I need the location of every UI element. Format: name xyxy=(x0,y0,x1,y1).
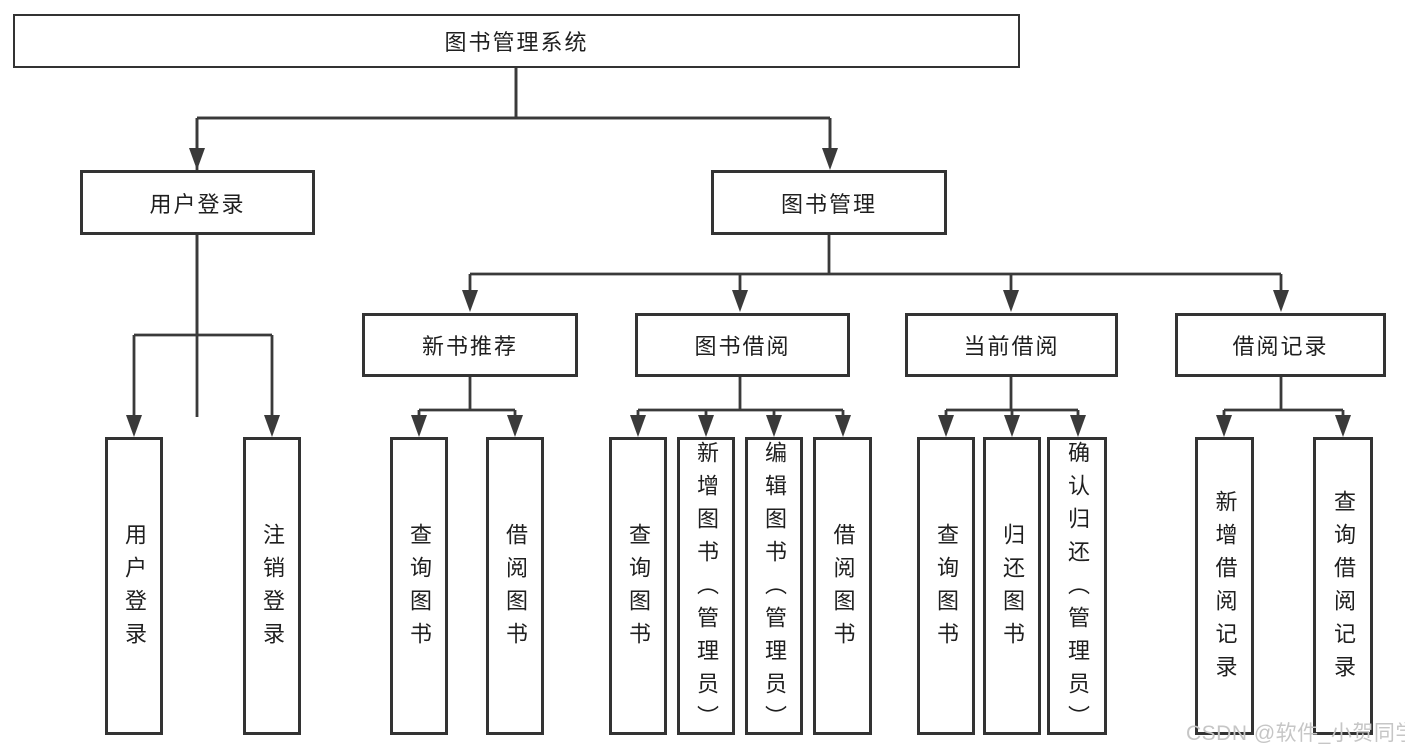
leaf-query-books-recommend: 查询图书 xyxy=(390,437,448,735)
node-user-login: 用户登录 xyxy=(80,170,315,235)
node-library-management-system: 图书管理系统 xyxy=(13,14,1020,68)
leaf-query-books-current: 查询图书 xyxy=(917,437,975,735)
arrowheads xyxy=(126,148,1351,437)
leaf-borrow-books-recommend: 借阅图书 xyxy=(486,437,544,735)
csdn-watermark: CSDN @软件_小贺同学 xyxy=(1186,722,1405,745)
leaf-query-borrow-record: 查询借阅记录 xyxy=(1313,437,1373,735)
leaf-return-book: 归还图书 xyxy=(983,437,1041,735)
leaf-add-book-admin: 新增图书（管理员） xyxy=(677,437,735,738)
node-book-management: 图书管理 xyxy=(711,170,947,235)
leaf-user-login: 用户登录 xyxy=(105,437,163,735)
node-book-borrow: 图书借阅 xyxy=(635,313,850,377)
leaf-edit-book-admin: 编辑图书（管理员） xyxy=(745,437,803,738)
leaf-add-borrow-record: 新增借阅记录 xyxy=(1195,437,1254,735)
node-borrow-records: 借阅记录 xyxy=(1175,313,1386,377)
node-current-borrow: 当前借阅 xyxy=(905,313,1118,377)
node-new-book-recommend: 新书推荐 xyxy=(362,313,578,377)
leaf-query-books-borrow: 查询图书 xyxy=(609,437,667,735)
leaf-confirm-return-admin: 确认归还（管理员） xyxy=(1047,437,1107,738)
leaf-logout: 注销登录 xyxy=(243,437,301,735)
leaf-borrow-books: 借阅图书 xyxy=(813,437,872,735)
